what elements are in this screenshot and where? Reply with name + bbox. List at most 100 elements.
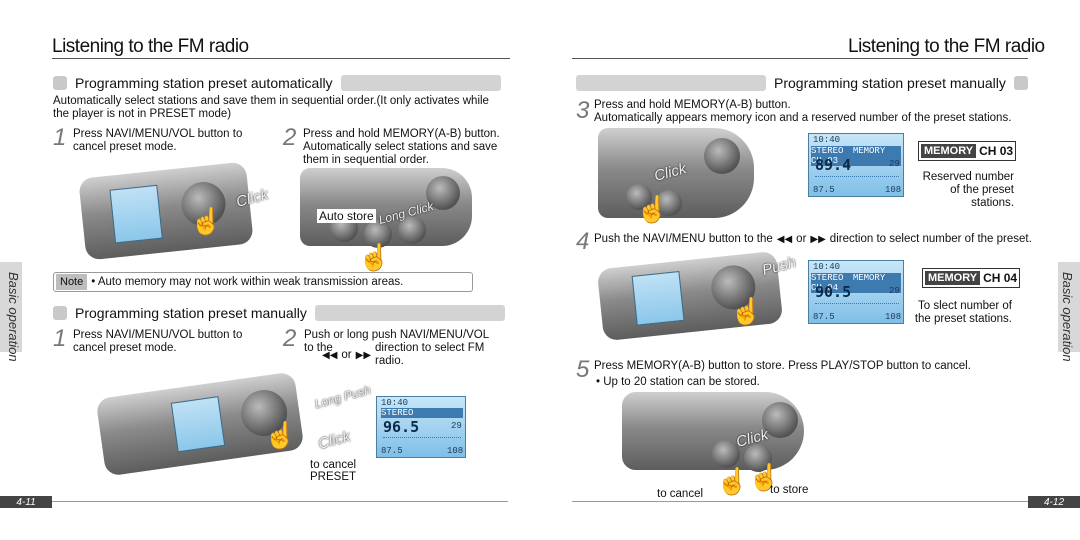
screen-max: 108 xyxy=(885,312,902,322)
device-button xyxy=(744,444,772,472)
device-lcd xyxy=(109,184,163,244)
preset-label: PRESET xyxy=(310,471,357,483)
screen-stereo-text: STEREO xyxy=(811,146,844,156)
right-section-header: Programming station preset manually xyxy=(576,74,1028,92)
step-number: 2 xyxy=(283,124,297,151)
channel-tag: CH 04 xyxy=(983,271,1018,285)
footer-rule xyxy=(572,501,1028,502)
device-button xyxy=(704,138,740,174)
to-cancel-label: to cancel xyxy=(310,459,357,471)
section-title: Programming station preset automatically xyxy=(75,75,333,91)
screen-stereo-text: STEREO xyxy=(811,273,844,283)
tuning-scale xyxy=(815,303,899,309)
section-marker-icon xyxy=(1013,76,1028,90)
hand-pointer-icon: ☝ xyxy=(748,462,781,492)
step-text-a: Push or long push NAVI/MENU/VOL to the xyxy=(304,329,489,354)
screen-min: 87.5 xyxy=(813,312,835,322)
screen-time: 10:40 xyxy=(381,398,409,408)
screen-time: 10:40 xyxy=(813,135,841,145)
memory-callout: MEMORY CH 03 xyxy=(918,141,1017,161)
tuning-scale xyxy=(383,437,461,443)
section-title: Programming station preset manually xyxy=(774,75,1006,91)
screen-number: 29 xyxy=(451,421,462,431)
section-marker-icon xyxy=(53,306,67,320)
hand-pointer-icon: ☝ xyxy=(264,420,297,450)
step-text: Press NAVI/MENU/VOL button to cancel pre… xyxy=(73,128,243,153)
device-illustration xyxy=(78,161,254,261)
side-tab xyxy=(1058,262,1080,352)
screen-frequency: 96.5 xyxy=(383,418,420,436)
footer-rule xyxy=(52,501,508,502)
device-button xyxy=(626,184,652,210)
step-subtext: • Up to 20 station can be stored. xyxy=(596,376,760,388)
screen-stereo: STEREO xyxy=(381,408,463,418)
callout-text: Reserved number of the preset stations. xyxy=(922,171,1014,209)
section-bar xyxy=(576,75,766,91)
left-page-title: Listening to the FM radio xyxy=(52,36,249,57)
device-button xyxy=(364,220,392,248)
screen-ch: CH 03 xyxy=(811,156,839,166)
screen-max: 108 xyxy=(447,446,464,456)
screen-frequency: 90.5 xyxy=(815,283,852,301)
screen-ch: CH 04 xyxy=(811,283,839,293)
device-lcd xyxy=(170,396,226,453)
radio-screen: 10:40 STEREO 96.5 29 87.5 108 xyxy=(376,396,466,458)
screen-min: 87.5 xyxy=(381,446,403,456)
step-text-b: direction to select FM radio. xyxy=(375,342,485,367)
callout-text: To slect number of the preset stations. xyxy=(914,300,1012,325)
hand-pointer-icon: ☝ xyxy=(358,242,391,272)
device-lcd xyxy=(631,270,685,326)
device-button xyxy=(398,216,426,244)
step-line: Push the NAVI/MENU button to the ◀◀ or ▶… xyxy=(594,233,1032,246)
step-number: 3 xyxy=(576,97,590,124)
step-number: 1 xyxy=(53,124,67,151)
step-text: Press MEMORY(A-B) button to store. Press… xyxy=(594,360,971,372)
device-button xyxy=(762,402,798,438)
note-text: • Auto memory may not work within weak t… xyxy=(91,275,404,288)
left-section-auto-header: Programming station preset automatically xyxy=(53,74,501,92)
step-number: 2 xyxy=(283,325,297,352)
hand-pointer-icon: ☝ xyxy=(730,296,763,326)
note-label: Note xyxy=(56,274,88,290)
channel-tag: CH 03 xyxy=(979,144,1014,158)
step-number: 4 xyxy=(576,228,590,255)
left-section-manual-header: Programming station preset manually xyxy=(53,304,505,322)
screen-number: 29 xyxy=(889,286,900,296)
memory-callout: MEMORY CH 04 xyxy=(922,268,1021,288)
device-illustration xyxy=(622,392,804,472)
section-bar xyxy=(314,305,505,321)
screen-stereo: STEREO MEMORY CH 04 xyxy=(811,273,901,293)
left-title-rule xyxy=(52,58,510,59)
hand-pointer-icon: ☝ xyxy=(190,206,223,236)
section-intro: Automatically select stations and save t… xyxy=(53,95,489,120)
screen-number: 29 xyxy=(889,159,900,169)
rewind-icon: ◀◀ xyxy=(776,234,793,245)
right-page-title: Listening to the FM radio xyxy=(848,36,1045,57)
memory-tag: MEMORY xyxy=(921,144,977,158)
device-button xyxy=(656,190,682,216)
screen-mem: MEMORY xyxy=(852,273,886,283)
screen-stereo: STEREO MEMORY CH 03 xyxy=(811,146,901,166)
section-title: Programming station preset manually xyxy=(75,305,307,321)
hand-pointer-icon: ☝ xyxy=(716,466,749,496)
screen-time: 10:40 xyxy=(813,262,841,272)
section-bar xyxy=(340,75,501,91)
screen-mem: MEMORY xyxy=(852,146,886,156)
side-label: Basic operation xyxy=(1060,272,1075,362)
step-text: Press NAVI/MENU/VOL button to cancel pre… xyxy=(73,329,243,354)
rewind-icon: ◀◀ xyxy=(322,349,338,361)
step-text-b: direction to select number of the preset… xyxy=(829,233,1032,245)
side-tab xyxy=(0,262,22,352)
right-title-rule xyxy=(572,58,1028,59)
fast-forward-icon: ▶▶ xyxy=(355,349,372,361)
or-text: or xyxy=(341,348,352,361)
screen-min: 87.5 xyxy=(813,185,835,195)
page-number: 4-11 xyxy=(0,496,52,508)
device-illustration xyxy=(300,168,472,248)
note-box: Note • Auto memory may not work within w… xyxy=(53,272,473,292)
hand-pointer-icon: ☝ xyxy=(636,194,669,224)
device-button xyxy=(426,176,460,210)
to-cancel-label: to cancel xyxy=(657,488,704,500)
direction-line: ◀◀ or ▶▶ direction to select FM radio. xyxy=(322,342,505,368)
or-text: or xyxy=(796,233,807,245)
